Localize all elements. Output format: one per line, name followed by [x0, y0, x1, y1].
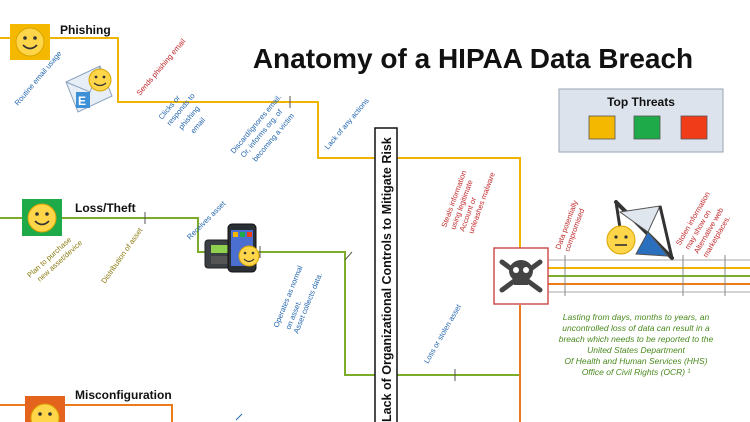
outgoing-lines [548, 255, 750, 296]
legend-swatch-phishing [588, 115, 616, 140]
category-loss-theft: Loss/Theft [75, 201, 136, 215]
smartphone-icon [227, 223, 260, 273]
label-loss-stolen: Loss or stolen asset [422, 302, 464, 365]
label-operates-normal: Operates as normal on asset. Asset colle… [272, 264, 325, 335]
breach-note: Lasting from days, months to years, an u… [559, 312, 714, 377]
note-line: Of Health and Human Services (HHS) [564, 356, 707, 366]
label-clicks-responds: Clicks or responds to phishing email [157, 91, 208, 135]
svg-text:E: E [78, 94, 86, 108]
phishing-path [0, 37, 521, 248]
controls-box: Lack of Organizational Controls to Mitig… [374, 127, 398, 422]
label-plan-purchase: Plan to purchase new asset/device [25, 235, 84, 283]
label-data-compromised: Data potentially compromised [553, 199, 586, 253]
legend: Top Threats [558, 88, 724, 153]
misconfiguration-smiley-icon [25, 396, 65, 422]
controls-label: Lack of Organizational Controls to Mitig… [380, 137, 394, 422]
loss-theft-smiley-icon [22, 199, 62, 236]
phishing-smiley-icon [10, 24, 50, 60]
hourglass-icon [606, 200, 674, 260]
label-receives-asset: Receives asset [185, 198, 228, 241]
misconfiguration-path [0, 305, 521, 422]
label-lack-actions: Lack of any actions [323, 96, 371, 151]
label-sends-phishing: Sends phishing email [135, 37, 188, 98]
category-misconfiguration: Misconfiguration [75, 388, 172, 402]
note-line: uncontrolled loss of data can result in … [562, 323, 710, 333]
note-line: Office of Civil Rights (OCR) ¹ [582, 367, 691, 377]
envelope-icon: E [65, 65, 113, 113]
label-discards: Discard/ignores email. Or, informs org. … [229, 93, 296, 164]
skull-crossbones-icon [493, 247, 549, 305]
category-phishing: Phishing [60, 23, 111, 37]
page-title: Anatomy of a HIPAA Data Breach [253, 43, 693, 74]
label-steals-info: Steals information using legitimate Acco… [439, 169, 497, 234]
legend-swatch-loss-theft [633, 115, 661, 140]
legend-title: Top Threats [607, 95, 675, 109]
misconfig-label-stub [235, 413, 243, 421]
legend-swatch-misconfiguration [680, 115, 708, 140]
label-stolen-info: Stolen information may show on Alternati… [674, 190, 732, 259]
note-line: breach which needs to be reported to the [559, 334, 714, 344]
note-line: Lasting from days, months to years, an [563, 312, 710, 322]
label-distribution: Distribution of asset [99, 225, 145, 285]
note-line: United States Department [587, 345, 685, 355]
